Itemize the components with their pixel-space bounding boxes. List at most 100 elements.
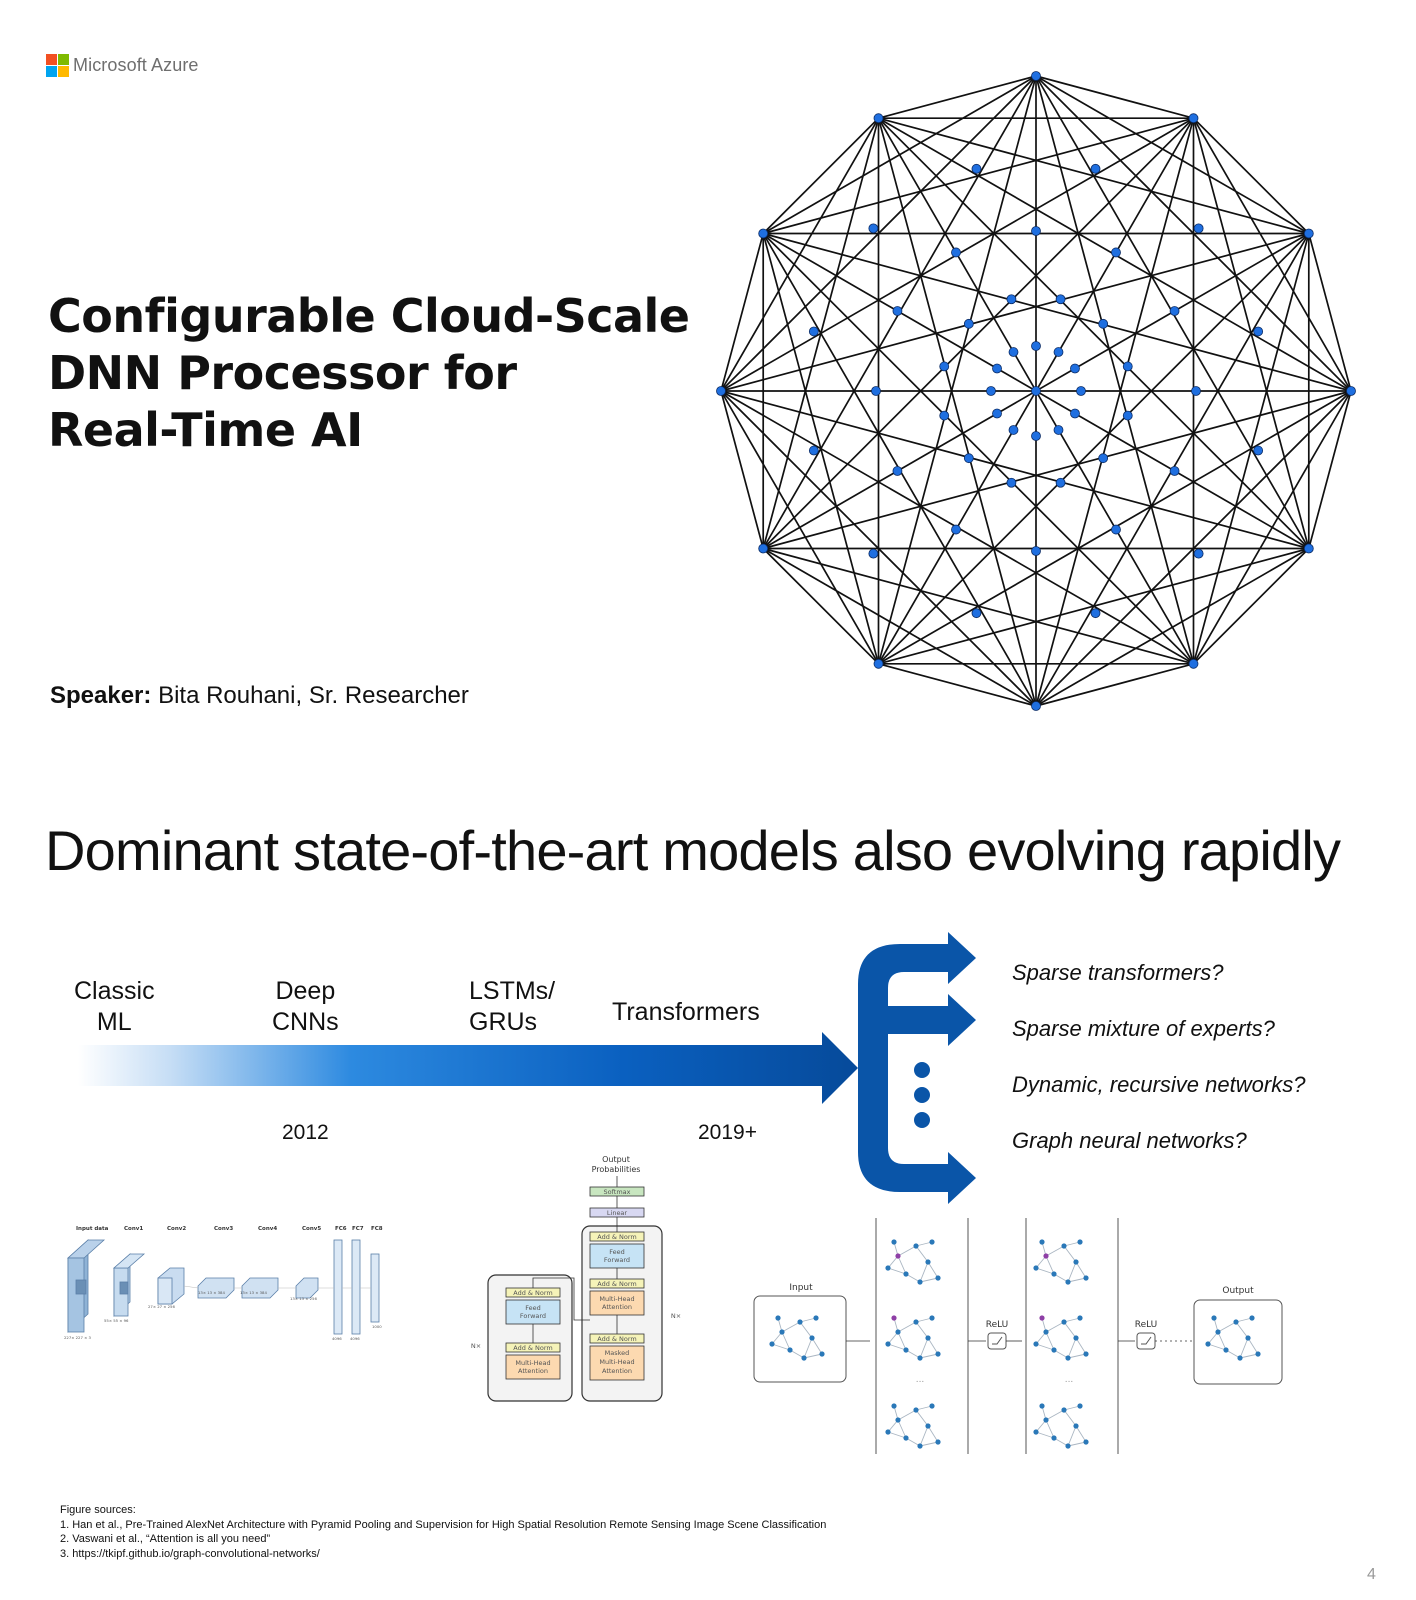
slide-title: Configurable Cloud-Scale DNN Processor f… [48,288,690,459]
graph-node [1006,477,1017,488]
gcn-graph [885,1239,941,1285]
gcn-edge [919,1261,929,1283]
gcn-node [1223,1347,1229,1353]
gcn-edge [897,1321,917,1333]
gcn-edge [1053,1349,1069,1359]
graph-node [971,608,982,619]
transformer-output-label: Probabilities [592,1165,641,1174]
era-line: CNNs [272,1008,339,1036]
logo-square-red [46,54,57,65]
logo-square-blue [46,66,57,77]
graph-node [1031,226,1041,236]
alexnet-layer-label: Conv3 [214,1226,233,1232]
gcn-graph [1033,1403,1089,1449]
future-dynamic-networks: Dynamic, recursive networks? [1012,1072,1306,1097]
graph-edge [1035,75,1194,120]
gcn-edge [915,1321,929,1339]
gcn-node [895,1329,901,1335]
gcn-graph [885,1403,941,1449]
box-label: Multi-Head [599,1358,634,1366]
gcn-output-box [1193,1299,1283,1385]
gcn-edge [771,1343,791,1351]
graph-node [1076,386,1086,396]
gcn-node [925,1335,931,1341]
gcn-node [929,1315,935,1321]
graph-node [758,543,769,554]
gcn-node [895,1417,901,1423]
gcn-node [935,1275,941,1281]
gcn-node [1073,1423,1079,1429]
gcn-edge [1063,1241,1081,1247]
graph-edge [878,117,1310,235]
gcn-edge [1063,1321,1077,1339]
alexnet-fc7 [351,1239,361,1335]
gcn-edge [803,1353,823,1359]
graph-node [1053,425,1064,435]
graph-node [1008,347,1019,357]
gcn-node [787,1347,793,1353]
gcn-dots: ... [916,1375,925,1385]
era-line: Transformers [612,998,760,1026]
gcn-edge [1067,1277,1087,1283]
alexnet-conv5-block [295,1277,319,1299]
gcn-node [925,1259,931,1265]
box-label: Softmax [604,1188,631,1196]
future-sparse-moe: Sparse mixture of experts? [1012,1016,1275,1041]
graph-edge [1035,117,1195,707]
graph-edge [877,232,1310,665]
gcn-node [885,1341,891,1347]
graph-node [1188,113,1199,124]
gcn-node [1065,1355,1071,1361]
alexnet-layer-label: Conv2 [167,1226,186,1232]
nx-label: N× [471,1342,481,1350]
gcn-edge [1235,1317,1253,1323]
logo-text: Microsoft Azure [73,54,199,75]
gcn-edge [919,1441,939,1447]
gcn-edge [897,1419,907,1439]
gcn-edge [887,1255,899,1269]
gcn-edge [1075,1425,1087,1443]
gcn-edge [915,1405,933,1411]
gcn-edge [1063,1317,1081,1323]
gcn-edge [1217,1331,1227,1351]
gcn-edge [1067,1441,1087,1447]
box-label: Attention [518,1367,548,1375]
gcn-edge [1075,1261,1087,1279]
gcn-edge [927,1261,939,1279]
gcn-edge [915,1317,933,1323]
alexnet-layer-label: Conv1 [124,1226,143,1232]
graph-edge [762,232,1352,392]
gcn-edge [1035,1255,1047,1269]
graph-edge [720,390,765,549]
era-line: Deep [275,977,336,1005]
gcn-node [1249,1315,1255,1321]
gcn-edge [1035,1343,1055,1351]
box-label: Masked [605,1349,630,1357]
gcn-edge [1207,1331,1219,1345]
graph-edge [762,117,880,235]
gcn-edge [1067,1425,1077,1447]
graph-edge [1192,547,1310,665]
gcn-edge [1035,1267,1055,1275]
gcn-node [1077,1403,1083,1409]
gcn-edge [1239,1337,1249,1359]
era-line: GRUs [469,1008,538,1036]
alexnet-layer-label: Input data [76,1226,109,1232]
era-lstms-grus: LSTMs/ GRUs [469,976,555,1038]
gcn-node [1237,1355,1243,1361]
transformer-output-label: Output [602,1155,630,1164]
gcn-node [813,1315,819,1321]
gcn-node [1061,1243,1067,1249]
graph-node [1098,453,1109,464]
complete-graph-illustration [716,71,1356,711]
nx-label: N× [671,1312,681,1320]
gcn-node [1039,1239,1045,1245]
gcn-node [1215,1329,1221,1335]
gcn-node [1051,1271,1057,1277]
alexnet-dim: 4096 [350,1336,360,1341]
gcn-edge [915,1409,929,1427]
gcn-edge [1035,1419,1047,1433]
gcn-node [903,1271,909,1277]
gcn-edge [1063,1405,1081,1411]
gcn-edge [897,1255,907,1275]
